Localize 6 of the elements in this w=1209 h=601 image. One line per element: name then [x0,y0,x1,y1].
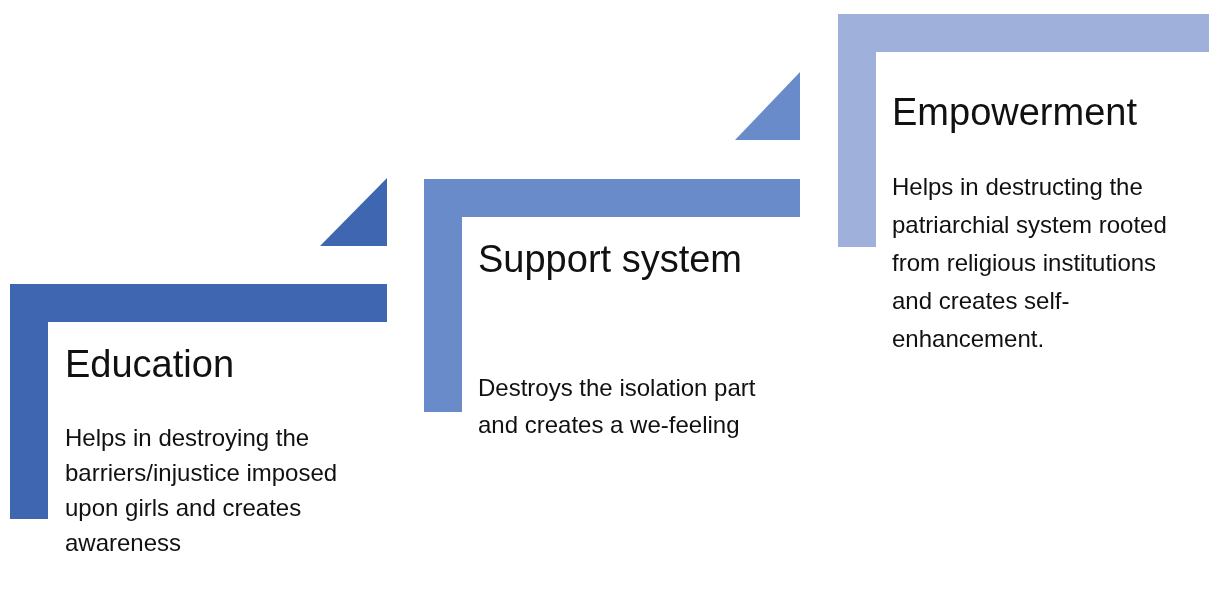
step-heading: Education [65,342,235,387]
step-description: Helps in destructing the patriarchial system rooted from religious institutions and creates self-enhancement. [892,172,1168,354]
step-heading: Empowerment [892,90,1138,135]
step-description: Helps in destroying the barriers/injustice imposed upon girls and creates awareness [65,423,339,558]
step-description: Destroys the isolation part and creates a we-feeling [478,373,757,440]
step-heading: Support system [478,237,743,282]
